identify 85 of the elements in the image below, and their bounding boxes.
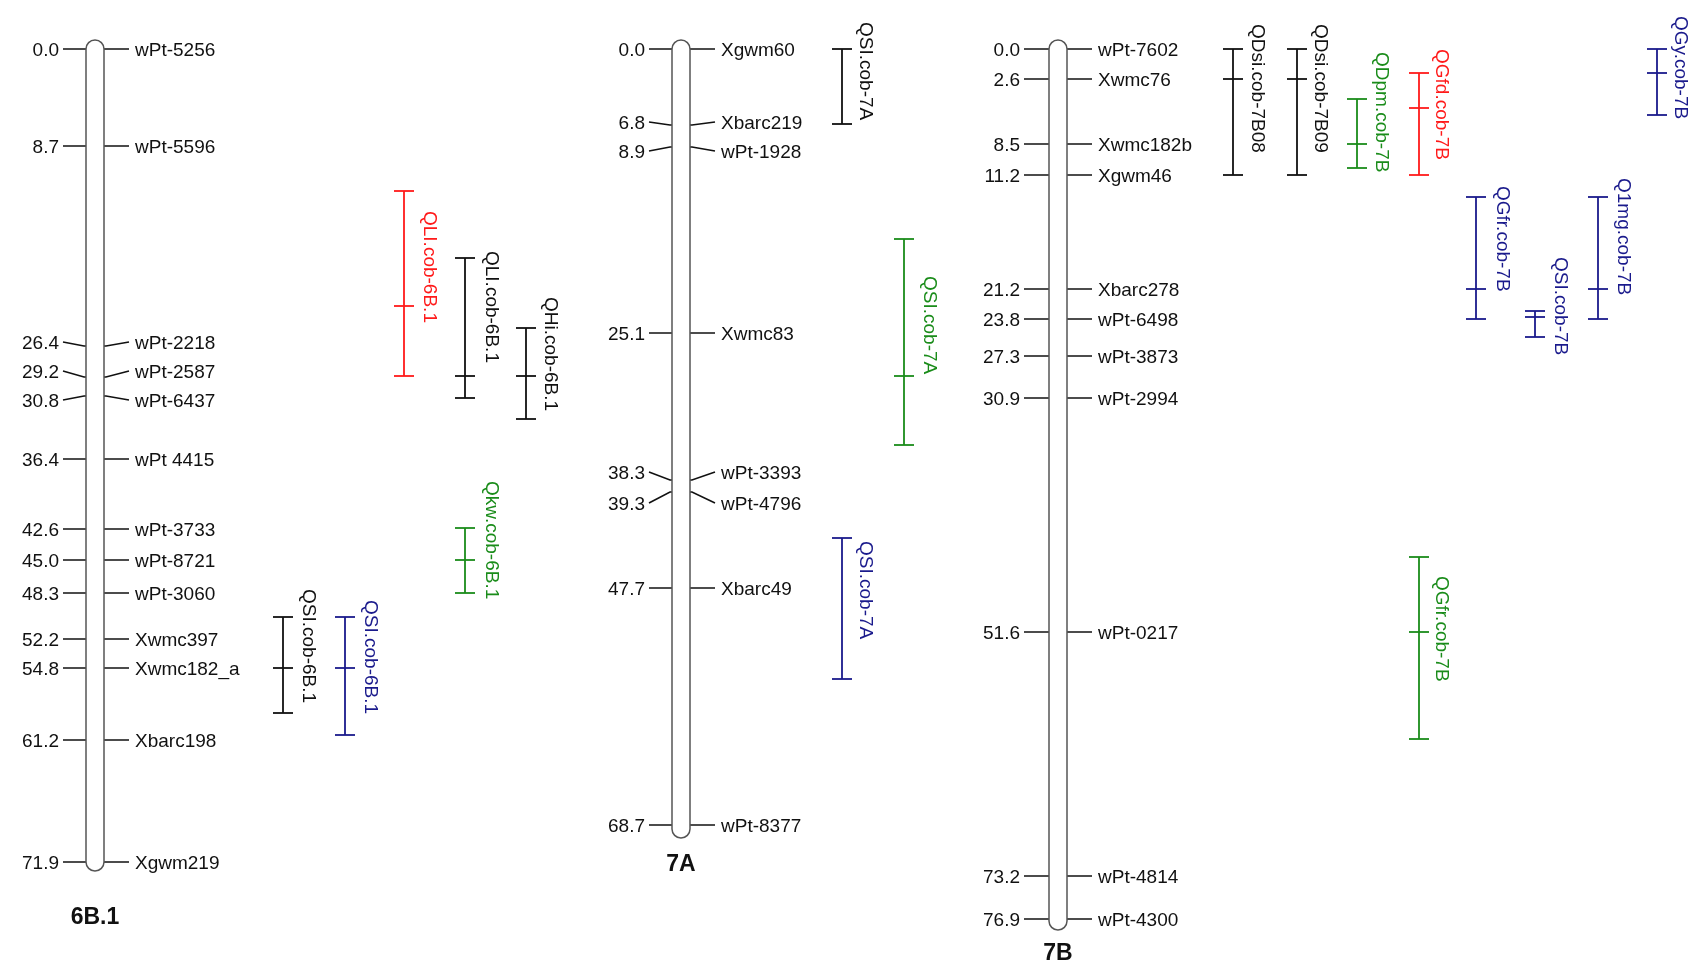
map-position: 11.2 — [984, 165, 1020, 185]
marker-name: wPt-1928 — [721, 141, 802, 161]
map-position: 38.3 — [608, 462, 645, 482]
map-position: 25.1 — [608, 323, 645, 343]
map-position: 29.2 — [22, 361, 59, 381]
chromosome-name: 7A — [666, 852, 696, 875]
map-position: 8.9 — [618, 141, 645, 161]
map-position: 0.0 — [993, 39, 1020, 59]
marker-name: wPt-0217 — [1098, 622, 1179, 642]
marker-name: wPt-6498 — [1098, 309, 1179, 329]
qtl-name: QSI.cob-7B — [1551, 257, 1571, 356]
map-position: 51.6 — [983, 622, 1020, 642]
marker-name: Xgwm60 — [721, 39, 795, 59]
map-position: 0.0 — [618, 39, 645, 59]
map-position: 42.6 — [22, 519, 59, 539]
qtl-name: QGfr.cob-7B — [1493, 186, 1513, 292]
map-position: 45.0 — [22, 550, 59, 570]
map-position: 61.2 — [22, 730, 59, 750]
marker-name: wPt-3873 — [1098, 346, 1179, 366]
marker-name: wPt-4814 — [1098, 866, 1179, 886]
marker-name: Xwmc397 — [135, 629, 219, 649]
qtl-name: QDsi.cob-7B08 — [1248, 24, 1268, 153]
qtl-name: QDsi.cob-7B09 — [1311, 24, 1331, 153]
marker-name: Xwmc76 — [1098, 69, 1171, 89]
marker-name: Xbarc198 — [135, 730, 217, 750]
marker-name: wPt-6437 — [135, 390, 216, 410]
map-position: 47.7 — [608, 578, 645, 598]
map-position: 8.7 — [32, 136, 59, 156]
marker-name: Xbarc278 — [1098, 279, 1180, 299]
marker-name: wPt-2218 — [135, 332, 216, 352]
map-position: 52.2 — [22, 629, 59, 649]
marker-name: Xwmc182_a — [135, 658, 240, 678]
marker-name: Xgwm46 — [1098, 165, 1172, 185]
marker-name: wPt-3733 — [135, 519, 216, 539]
chromosome-name: 6B.1 — [70, 905, 120, 928]
map-position: 68.7 — [608, 815, 645, 835]
marker-name: Xbarc219 — [721, 112, 803, 132]
map-position: 21.2 — [983, 279, 1020, 299]
qtl-name: QSI.cob-7A — [856, 22, 876, 121]
map-position: 8.5 — [993, 134, 1020, 154]
qtl-name: Qkw.cob-6B.1 — [482, 481, 502, 600]
qtl-name: QGy.cob-7B — [1671, 16, 1691, 120]
map-position: 30.9 — [983, 388, 1020, 408]
map-position: 26.4 — [22, 332, 59, 352]
map-position: 73.2 — [983, 866, 1020, 886]
qtl-name: QLI.cob-6B.1 — [420, 211, 440, 323]
marker-name: wPt-8721 — [135, 550, 216, 570]
map-position: 30.8 — [22, 390, 59, 410]
qtl-name: QHi.cob-6B.1 — [541, 297, 561, 412]
marker-name: wPt-4300 — [1098, 909, 1179, 929]
marker-name: wPt-5256 — [135, 39, 216, 59]
map-position: 6.8 — [618, 112, 645, 132]
qtl-name: QSI.cob-6B.1 — [299, 589, 319, 704]
qtl-name: QGfd.cob-7B — [1432, 49, 1452, 160]
marker-name: wPt-8377 — [721, 815, 802, 835]
marker-name: Xgwm219 — [135, 852, 220, 872]
qtl-name: Q1mg.cob-7B — [1614, 178, 1634, 296]
qtl-name: QDpm.cob-7B — [1372, 52, 1392, 173]
chromosome-name: 7B — [1043, 941, 1073, 964]
qtl-name: QSI.cob-7A — [856, 541, 876, 640]
marker-name: wPt-7602 — [1098, 39, 1179, 59]
marker-name: wPt-2587 — [135, 361, 216, 381]
marker-name: Xwmc182b — [1098, 134, 1192, 154]
map-position: 2.6 — [993, 69, 1020, 89]
qtl-name: QSI.cob-7A — [920, 276, 940, 375]
qtl-name: QLI.cob-6B.1 — [482, 251, 502, 363]
map-position: 27.3 — [983, 346, 1020, 366]
map-position: 39.3 — [608, 493, 645, 513]
marker-name: wPt-3060 — [135, 583, 216, 603]
marker-name: Xwmc83 — [721, 323, 794, 343]
map-position: 76.9 — [983, 909, 1020, 929]
marker-name: wPt 4415 — [135, 449, 215, 469]
map-position: 0.0 — [32, 39, 59, 59]
map-position: 48.3 — [22, 583, 59, 603]
marker-name: wPt-4796 — [721, 493, 802, 513]
marker-name: wPt-3393 — [721, 462, 802, 482]
marker-name: wPt-5596 — [135, 136, 216, 156]
map-position: 71.9 — [22, 852, 59, 872]
qtl-name: QSI.cob-6B.1 — [361, 600, 381, 715]
qtl-name: QGfr.cob-7B — [1432, 576, 1452, 682]
marker-name: Xbarc49 — [721, 578, 792, 598]
map-position: 36.4 — [22, 449, 59, 469]
map-position: 54.8 — [22, 658, 59, 678]
map-position: 23.8 — [983, 309, 1020, 329]
marker-name: wPt-2994 — [1098, 388, 1179, 408]
